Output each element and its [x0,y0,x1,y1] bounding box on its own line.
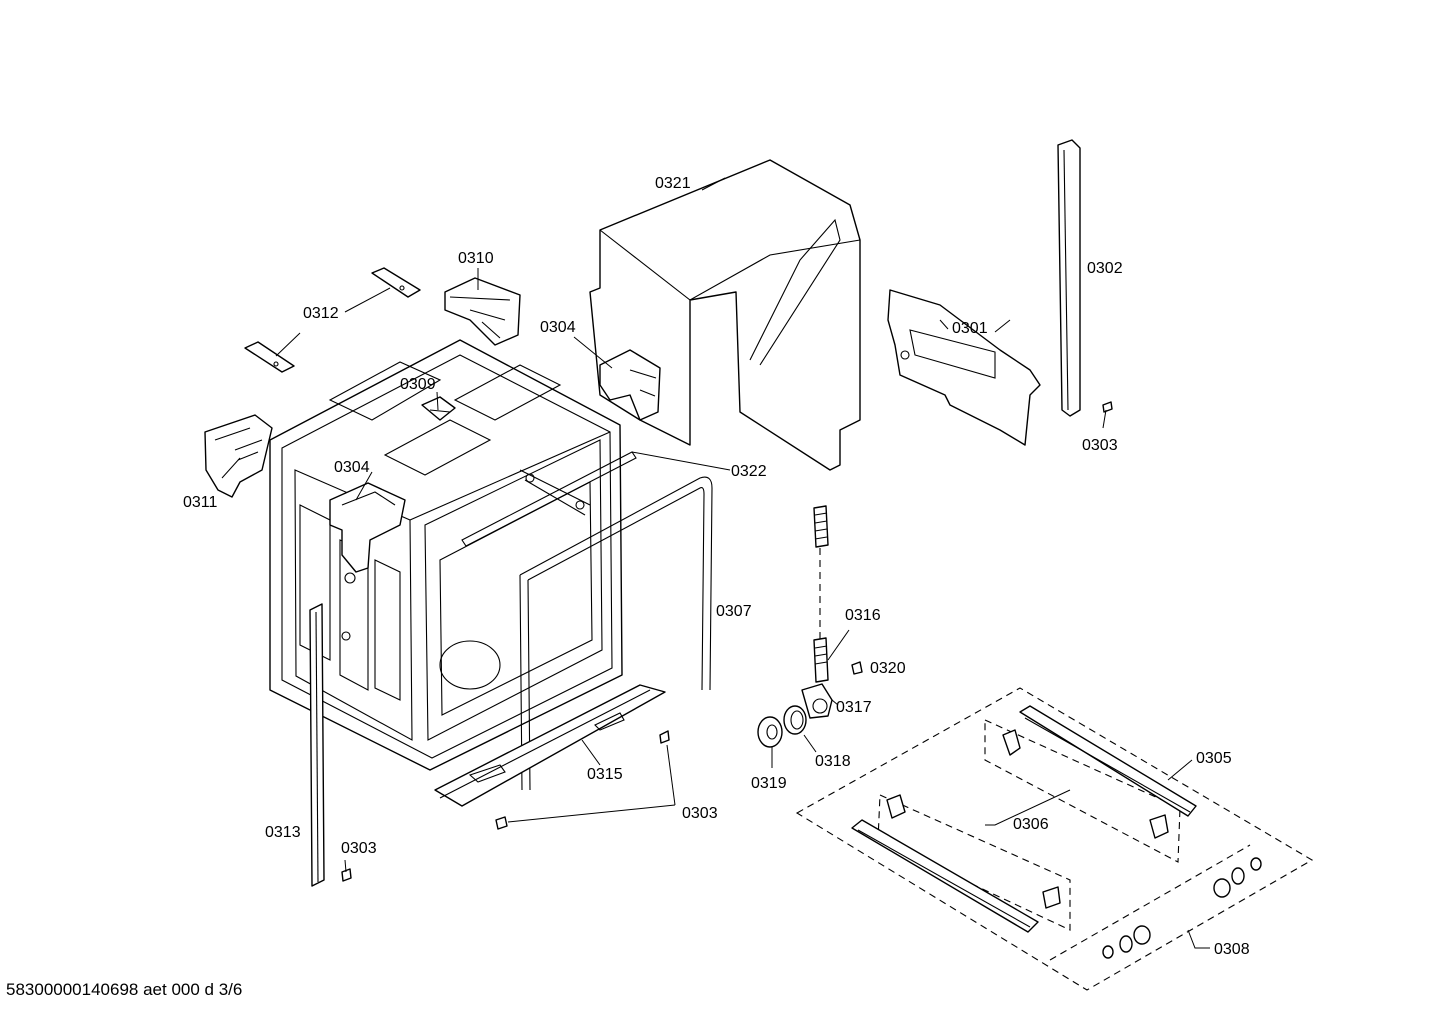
label-0321: 0321 [655,175,691,192]
screw-0320 [851,661,863,675]
label-0307: 0307 [716,603,752,620]
bracket-0312 [244,267,421,373]
label-0304-tub: 0304 [334,459,370,476]
seal-rail [461,451,637,547]
label-0303-bottom: 0303 [341,840,377,857]
tub-body [269,339,623,771]
clip-0310 [444,277,521,346]
base-plate-group [795,687,1314,991]
label-0306: 0306 [1013,816,1049,833]
label-0317: 0317 [836,699,872,716]
label-0302: 0302 [1087,260,1123,277]
part-labels: 0321 0302 0301 0303 0310 0312 0304 0309 … [183,175,1250,958]
label-0316: 0316 [845,607,881,624]
bracket-0304-tub [329,482,406,573]
nut-0319 [757,716,783,748]
side-strip [309,603,325,887]
insulation-mat [589,159,861,471]
inlet-hose [813,505,829,683]
label-0310: 0310 [458,250,494,267]
bracket-0304-upper [599,349,661,421]
label-0311: 0311 [183,494,218,511]
label-0301: 0301 [952,320,988,337]
label-0305: 0305 [1196,750,1232,767]
fitting-0317 [801,683,833,719]
leader-lines [221,177,1210,949]
label-0322: 0322 [731,463,767,480]
ring-0318 [783,705,807,735]
label-0313: 0313 [265,824,301,841]
bracket-left [204,414,273,498]
label-0304-upper: 0304 [540,319,576,336]
label-0318: 0318 [815,753,851,770]
bottom-strip [434,684,666,807]
label-0303-center: 0303 [682,805,718,822]
label-0319: 0319 [751,775,787,792]
clip-0309 [421,396,456,421]
vertical-rail [1057,139,1081,417]
label-0315: 0315 [587,766,623,783]
label-0303-right: 0303 [1082,437,1118,454]
label-0320: 0320 [870,660,906,677]
label-0309: 0309 [400,376,436,393]
insulation-pad [887,289,1041,446]
document-id-footer: 58300000140698 aet 000 d 3/6 [6,980,243,999]
label-0308: 0308 [1214,941,1250,958]
label-0312: 0312 [303,305,339,322]
screw-icons [341,401,1113,882]
